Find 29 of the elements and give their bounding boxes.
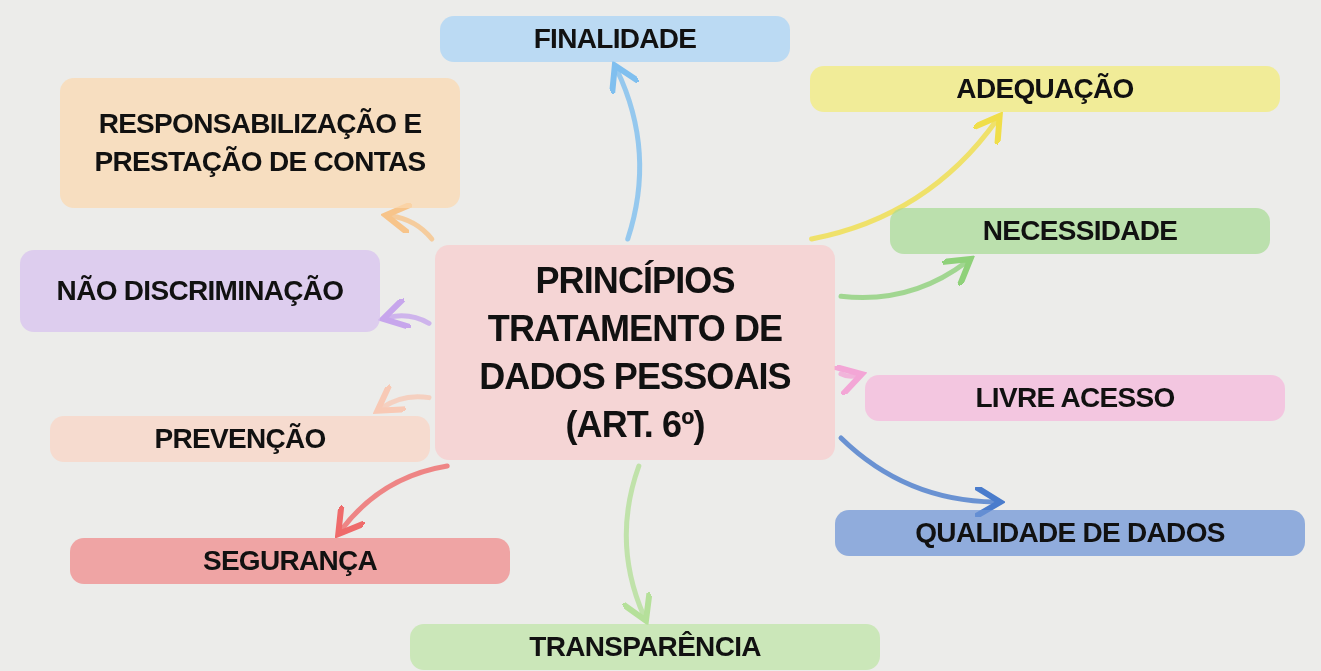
principle-text: SEGURANÇA bbox=[202, 544, 378, 578]
principle-text: PREVENÇÃO bbox=[154, 422, 326, 456]
principle-highlight bbox=[50, 416, 430, 462]
principle-highlight bbox=[60, 78, 460, 208]
curved-arrow bbox=[335, 463, 450, 537]
principle-highlight bbox=[20, 250, 380, 332]
principle-highlight bbox=[890, 208, 1270, 254]
central-topic-text: PRINCÍPIOS TRATAMENTO DE DADOS PESSOAIS (ART. 6º) bbox=[478, 258, 792, 447]
curved-arrow bbox=[374, 381, 432, 414]
principle-text: RESPONSABILIZAÇÃO E PRESTAÇÃO DE CONTAS bbox=[93, 107, 427, 179]
curved-arrow bbox=[619, 463, 654, 624]
principle-text: QUALIDADE DE DADOS bbox=[915, 516, 1225, 550]
principle-highlight bbox=[70, 538, 510, 584]
central-topic-highlight bbox=[435, 245, 835, 460]
principle-highlight bbox=[865, 375, 1285, 421]
curved-arrow bbox=[809, 113, 1003, 242]
curved-arrow bbox=[380, 295, 432, 332]
curved-arrow bbox=[608, 62, 643, 242]
principle-highlight bbox=[810, 66, 1280, 112]
principle-highlight bbox=[410, 624, 880, 670]
principle-text: LIVRE ACESSO bbox=[975, 381, 1175, 415]
curved-arrow bbox=[838, 256, 974, 300]
principle-text: TRANSPARÊNCIA bbox=[529, 630, 761, 664]
principle-text: ADEQUAÇÃO bbox=[956, 72, 1134, 106]
principle-text: FINALIDADE bbox=[533, 22, 697, 56]
principle-highlight bbox=[835, 510, 1305, 556]
principle-text: NECESSIDADE bbox=[982, 214, 1178, 248]
principle-text: NÃO DISCRIMINAÇÃO bbox=[56, 274, 344, 308]
principle-highlight bbox=[440, 16, 790, 62]
